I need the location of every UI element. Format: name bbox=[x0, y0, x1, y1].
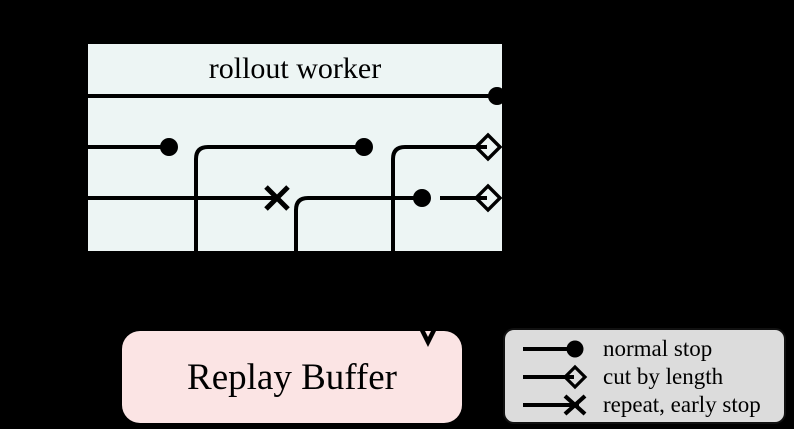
legend: normal stop cut by length repeat, early … bbox=[503, 328, 786, 424]
replay-buffer-box: Replay Buffer bbox=[122, 331, 462, 423]
legend-item-repeat-early-stop: repeat, early stop bbox=[517, 391, 784, 419]
legend-item-cut-by-length: cut by length bbox=[517, 363, 784, 391]
legend-label-cut-by-length: cut by length bbox=[603, 364, 724, 389]
legend-label-repeat-early-stop: repeat, early stop bbox=[603, 392, 761, 417]
rollout-worker-title: rollout worker bbox=[208, 52, 382, 85]
legend-repeat-early-stop-icon bbox=[523, 394, 587, 416]
replay-buffer-label: Replay Buffer bbox=[187, 356, 397, 398]
legend-normal-stop-icon bbox=[523, 340, 584, 358]
legend-label-normal-stop: normal stop bbox=[603, 336, 713, 361]
legend-item-normal-stop: normal stop bbox=[517, 335, 784, 363]
legend-cut-by-length-icon bbox=[523, 364, 588, 390]
